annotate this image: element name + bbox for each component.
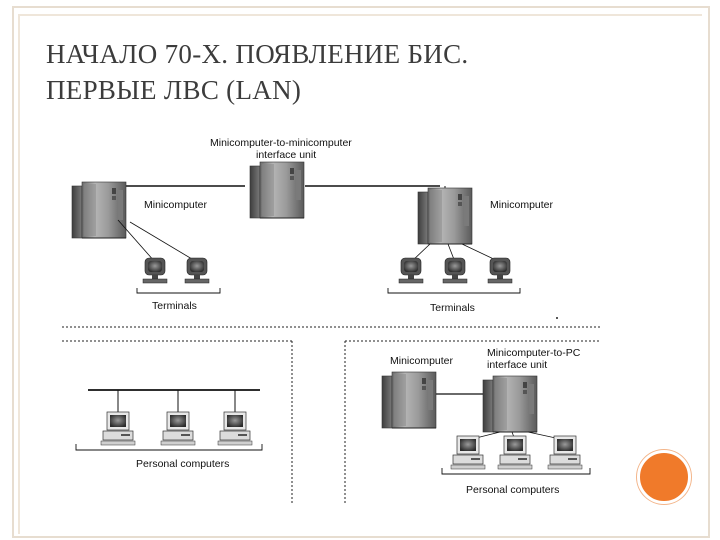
accent-circle	[637, 450, 691, 504]
terminal-right-3	[487, 257, 513, 284]
slide-title: НАЧАЛО 70-Х. ПОЯВЛЕНИЕ БИС. ПЕРВЫЕ ЛВС (…	[46, 36, 646, 108]
pc-left-1	[100, 411, 136, 446]
minicomputer-bottom	[381, 371, 437, 429]
slide-frame	[12, 6, 710, 538]
pc-right-1	[450, 435, 486, 470]
minicomputer-left-label: Minicomputer	[144, 199, 208, 211]
interface-unit-label-2: interface unit	[256, 149, 316, 161]
terminal-right-1	[398, 257, 424, 284]
pc-interface-label: Minicomputer-to-PC	[487, 347, 581, 359]
terminals-right-label: Terminals	[430, 302, 475, 314]
interface-unit-label: Minicomputer-to-minicomputer	[210, 137, 352, 149]
title-line-2: ПЕРВЫЕ ЛВС (LAN)	[46, 75, 302, 105]
minicomputer-right	[417, 187, 473, 245]
pcs-left-label: Personal computers	[136, 458, 229, 470]
terminals-left-label: Terminals	[152, 300, 197, 312]
pc-left-2	[160, 411, 196, 446]
terminal-left-1	[142, 257, 168, 284]
minicomputer-left	[71, 181, 127, 239]
terminal-right-2	[442, 257, 468, 284]
pcs-right-label: Personal computers	[466, 484, 559, 496]
pc-right-2	[497, 435, 533, 470]
pc-left-3	[217, 411, 253, 446]
terminal-left-2	[184, 257, 210, 284]
pc-right-3	[547, 435, 583, 470]
minicomputer-bottom-label: Minicomputer	[390, 355, 454, 367]
slide-frame-inner	[18, 14, 702, 534]
pc-interface-label-2: interface unit	[487, 359, 547, 371]
interface-unit-mini-to-pc	[482, 375, 538, 433]
interface-unit-mini-to-mini	[249, 161, 305, 219]
minicomputer-right-label: Minicomputer	[490, 199, 554, 211]
title-line-1: НАЧАЛО 70-Х. ПОЯВЛЕНИЕ БИС.	[46, 39, 469, 69]
